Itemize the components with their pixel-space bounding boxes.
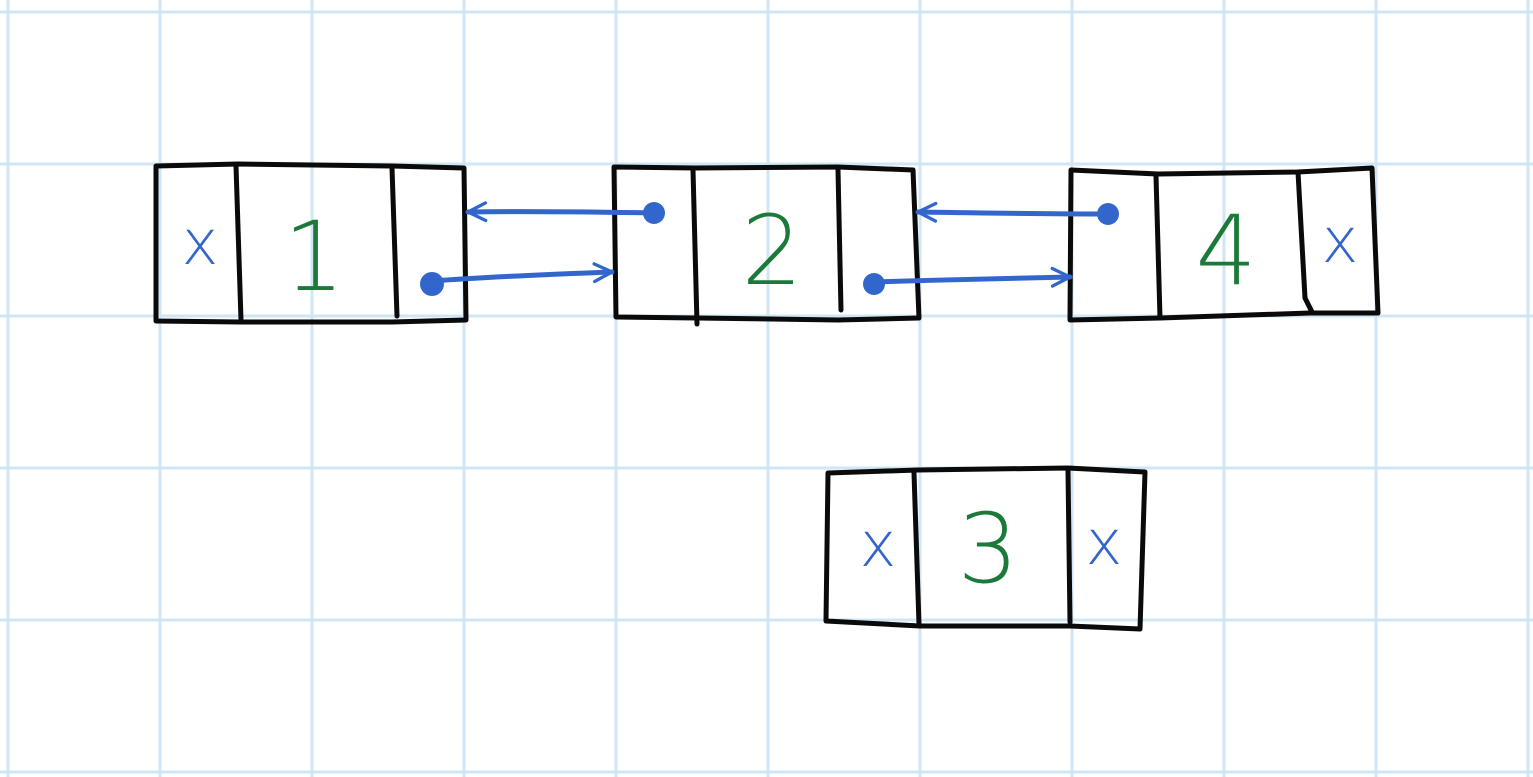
pointer-arrow [871,266,1073,288]
link-node-1-to-node-2 [420,262,615,296]
pointer-arrow [429,262,615,284]
node-4: 4 x [1067,165,1381,323]
node-4-next-null: x [1322,204,1359,277]
node-2-divider-left [690,167,700,327]
node-4-outline [1067,165,1381,323]
node-4-divider-right [1295,169,1315,315]
node-3-outline [823,465,1148,632]
node-2-divider-right [835,167,844,313]
node-2-outline [611,164,922,323]
link-node-2-to-node-4 [863,266,1073,295]
node-3-divider-left [911,470,922,627]
node-1-divider-left [233,163,244,323]
pointers [420,201,1119,296]
pointer-arrow [915,201,1111,223]
link-node-4-to-node-2 [915,201,1119,225]
node-1-value: 1 [283,201,344,313]
node-3-value: 3 [957,493,1018,605]
node-1: x 1 [153,161,469,325]
node-4-divider-left [1153,173,1163,321]
node-2-value: 2 [741,195,802,307]
node-2: 2 [611,164,922,327]
node-4-value: 4 [1195,195,1256,307]
node-1-divider-right [389,165,400,319]
node-3-divider-right [1065,468,1073,625]
node-3-prev-null: x [860,508,897,581]
pointer-arrow [465,201,657,223]
node-1-outline [153,161,469,325]
node-1-prev-null: x [182,206,219,279]
node-3: x 3 x [823,465,1148,632]
node-3-next-null: x [1086,506,1123,579]
pointer-dot [420,272,444,296]
link-node-2-to-node-1 [465,201,665,224]
